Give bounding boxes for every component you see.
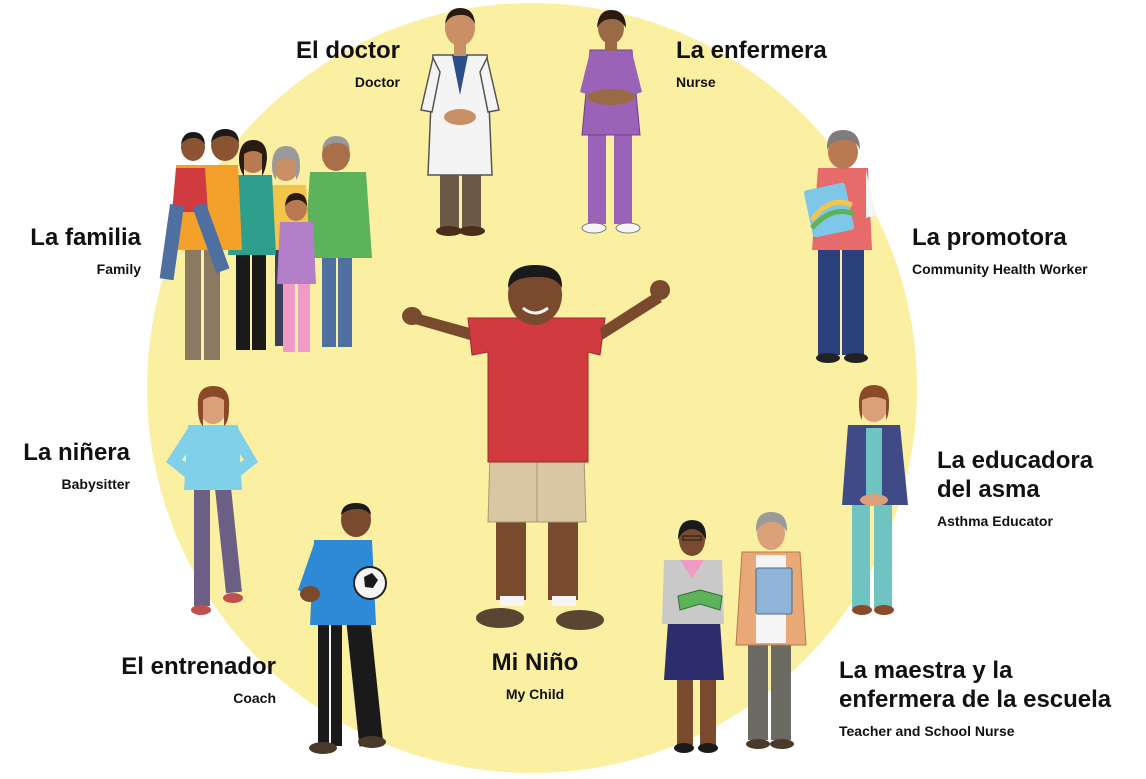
coach-spanish-label: El entrenador xyxy=(121,653,276,680)
teacher-and-school-nurse-figure xyxy=(662,512,807,753)
child-label: Mi Niño My Child xyxy=(460,648,610,703)
doctor-label: El doctor Doctor xyxy=(296,36,400,91)
doctor-spanish-label: El doctor xyxy=(295,37,400,64)
promotora-english-label: Community Health Worker xyxy=(912,261,1088,277)
babysitter-english-label: Babysitter xyxy=(61,476,130,492)
community-health-worker-figure xyxy=(804,130,876,363)
coach-figure xyxy=(298,503,387,754)
child-english-label: My Child xyxy=(505,686,565,702)
family-spanish-label: La familia xyxy=(30,224,141,251)
nurse-spanish-label: La enfermera xyxy=(676,37,827,64)
asthma-educator-english-label: Asthma Educator xyxy=(937,513,1053,529)
family-english-label: Family xyxy=(96,261,141,277)
asthma-educator-spanish-line2: del asma xyxy=(937,476,1040,503)
coach-label: El entrenador Coach xyxy=(121,652,276,707)
child-figure xyxy=(402,265,670,630)
babysitter-spanish-label: La niñera xyxy=(23,439,130,466)
family-group-figure xyxy=(159,129,372,360)
doctor-figure xyxy=(420,8,500,236)
teacher-nurse-english-label: Teacher and School Nurse xyxy=(839,723,1015,739)
nurse-figure xyxy=(580,10,642,234)
asthma-educator-spanish-line1: La educadora xyxy=(937,447,1094,474)
teacher-nurse-label: La maestra y la enfermera de la escuela … xyxy=(839,656,1111,740)
babysitter-label: La niñera Babysitter xyxy=(23,438,130,493)
nurse-label: La enfermera Nurse xyxy=(676,36,827,91)
asthma-educator-figure xyxy=(842,385,908,615)
coach-english-label: Coach xyxy=(233,690,276,706)
family-label: La familia Family xyxy=(30,223,141,278)
asthma-educator-label: La educadora del asma Asthma Educator xyxy=(937,446,1093,530)
doctor-english-label: Doctor xyxy=(354,74,400,90)
promotora-label: La promotora Community Health Worker xyxy=(912,223,1088,278)
child-spanish-label: Mi Niño xyxy=(491,649,579,676)
promotora-spanish-label: La promotora xyxy=(912,224,1067,251)
teacher-nurse-spanish-line2: enfermera de la escuela xyxy=(839,686,1112,713)
nurse-english-label: Nurse xyxy=(676,74,716,90)
babysitter-figure xyxy=(166,386,258,615)
teacher-nurse-spanish-line1: La maestra y la xyxy=(839,657,1013,684)
